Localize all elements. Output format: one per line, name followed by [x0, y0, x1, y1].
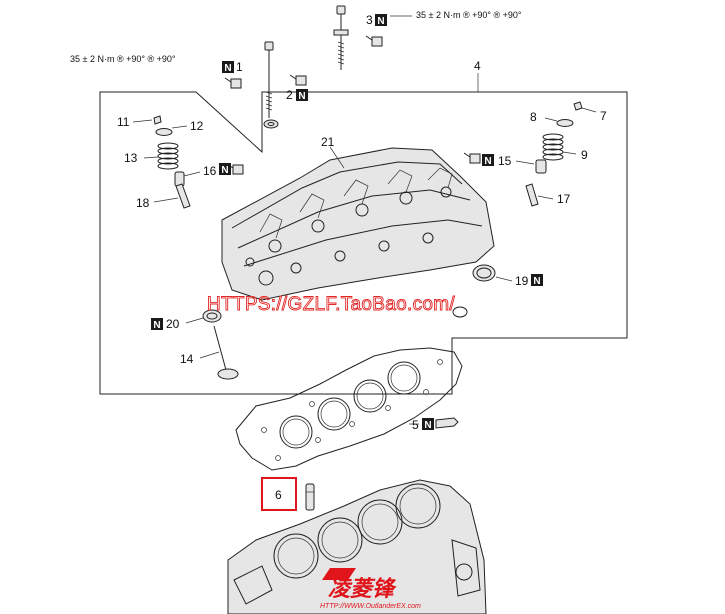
- new-part-marker-19: N: [531, 274, 543, 287]
- head-gasket-5-part: [235, 347, 463, 471]
- oil-can-icon: [289, 74, 307, 86]
- retainer-12-part: [155, 128, 173, 136]
- retainer-8-part: [556, 119, 574, 127]
- callout-17: 17: [557, 192, 571, 206]
- dowel-pin-6-part: [305, 483, 315, 511]
- new-part-marker-16: N: [219, 163, 231, 176]
- highlight-box-6: [261, 477, 297, 511]
- seal-20-part: [202, 309, 222, 323]
- cylinder-block-part: [227, 479, 487, 614]
- callout-5: 5: [412, 418, 419, 432]
- oil-can-icon: [365, 35, 383, 47]
- valve-guide-18-part: [175, 183, 191, 209]
- brand-logo: 凌菱锋 HTTP://WWW.OutlanderEX.com: [320, 568, 421, 610]
- valve-guide-17-part: [525, 183, 539, 207]
- callout-19: 19: [515, 274, 529, 288]
- callout-7: 7: [600, 109, 607, 123]
- svg-text:N: N: [377, 16, 384, 27]
- callout-2: 2: [286, 88, 293, 102]
- bolt-3-part: [333, 5, 349, 70]
- stem-seal-16-part: [174, 171, 185, 187]
- new-part-marker-3: N: [375, 14, 387, 27]
- callout-13: 13: [124, 151, 138, 165]
- new-part-marker-20: N: [151, 318, 163, 331]
- valve-spring-9-part: [542, 133, 564, 161]
- new-part-marker-1: N: [222, 61, 234, 74]
- valve-lock-7-part: [573, 101, 583, 111]
- callout-14: 14: [180, 352, 194, 366]
- callout-1: 1: [236, 60, 243, 74]
- callout-16: 16: [203, 164, 217, 178]
- callout-9: 9: [581, 148, 588, 162]
- callout-11: 11: [117, 115, 130, 129]
- valve-14-part: [213, 325, 239, 380]
- svg-text:N: N: [424, 420, 431, 431]
- stem-seal-15-part: [535, 159, 547, 174]
- callout-20: 20: [166, 317, 180, 331]
- cylinder-head-21-part: [221, 147, 495, 301]
- svg-text:N: N: [221, 165, 228, 176]
- callout-21: 21: [321, 135, 335, 149]
- oil-can-icon: [463, 152, 481, 164]
- callout-15: 15: [498, 154, 512, 168]
- valve-lock-11-part: [153, 115, 162, 125]
- valve-spring-13-part: [157, 142, 179, 170]
- seal-19-part: [472, 264, 496, 282]
- new-part-marker-15: N: [482, 154, 494, 167]
- svg-text:N: N: [298, 91, 305, 102]
- svg-text:N: N: [153, 320, 160, 331]
- gasket-bolt-icon: [435, 417, 459, 429]
- callout-4: 4: [474, 59, 481, 73]
- svg-text:凌菱锋: 凌菱锋: [328, 576, 397, 601]
- svg-text:HTTP://WWW.OutlanderEX.com: HTTP://WWW.OutlanderEX.com: [320, 603, 421, 610]
- callout-8: 8: [530, 110, 537, 124]
- washer-2-part: [263, 119, 279, 129]
- watermark-url: HTTPS://GZLF.TaoBao.com/: [207, 294, 455, 315]
- callout-12: 12: [190, 119, 204, 133]
- new-part-marker-5: N: [422, 418, 434, 431]
- svg-text:N: N: [484, 156, 491, 167]
- svg-text:N: N: [224, 63, 231, 74]
- new-part-marker-2: N: [296, 89, 308, 102]
- torque-spec-bolt-1: 35 ± 2 N·m ® +90° ® +90°: [70, 54, 176, 64]
- torque-spec-bolt-3: 35 ± 2 N·m ® +90° ® +90°: [416, 10, 522, 20]
- bolt-1-part: [264, 41, 274, 118]
- assembly-frame: [99, 91, 628, 395]
- callout-6: 6: [275, 488, 282, 502]
- callout-3: 3: [366, 13, 373, 27]
- svg-text:N: N: [533, 276, 540, 287]
- callout-18: 18: [136, 196, 150, 210]
- oil-can-icon: [224, 77, 242, 89]
